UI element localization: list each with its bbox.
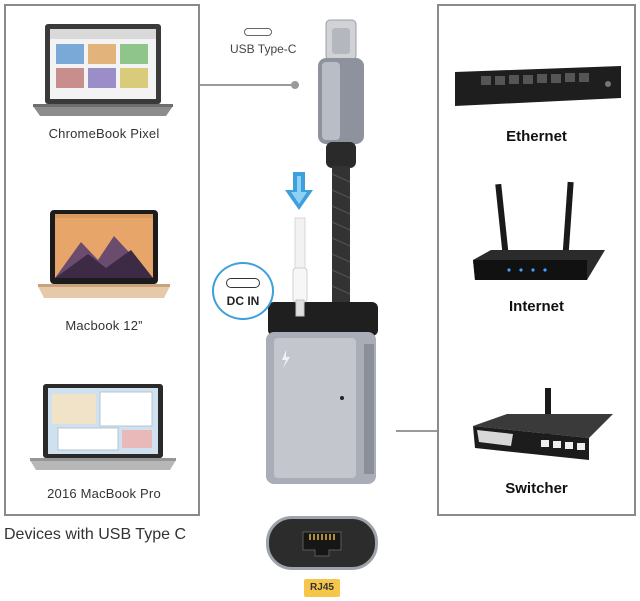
network-label-ethernet: Ethernet [506,128,567,145]
usb-type-c-label: USB Type-C [230,42,297,56]
devices-panel: ChromeBook Pixel Macbook 12” 2016 MacBoo… [4,4,200,516]
ethernet-device-image [455,66,621,106]
network-panel: Ethernet Internet Switcher [437,4,636,516]
usb-type-c-icon [244,28,272,36]
left-connector-line [200,84,295,86]
chromebook-pixel-image [33,24,173,116]
dc-in-cable-image [285,172,313,317]
dc-in-callout: DC IN [212,262,274,320]
rj45-socket-icon [302,531,342,557]
network-label-switcher: Switcher [505,480,568,497]
usb-c-port-icon [226,278,260,288]
rj45-port-closeup [266,516,378,570]
switcher-device-image [473,388,613,460]
macbook-pro-2016-image [30,384,176,470]
left-connector-dot [291,81,299,89]
right-connector-line [396,430,437,432]
device-label-chromebook: ChromeBook Pixel [48,126,160,141]
rj45-label: RJ45 [304,579,340,597]
dc-in-label: DC IN [226,294,260,308]
network-label-internet: Internet [508,298,564,315]
router-image [473,181,605,280]
device-label-macbook-12: Macbook 12” [65,318,143,333]
macbook-12-image [38,210,170,298]
device-label-macbook-pro: 2016 MacBook Pro [47,486,161,501]
usb-c-ethernet-adapter-image [266,19,378,484]
devices-caption: Devices with USB Type C [4,526,186,543]
